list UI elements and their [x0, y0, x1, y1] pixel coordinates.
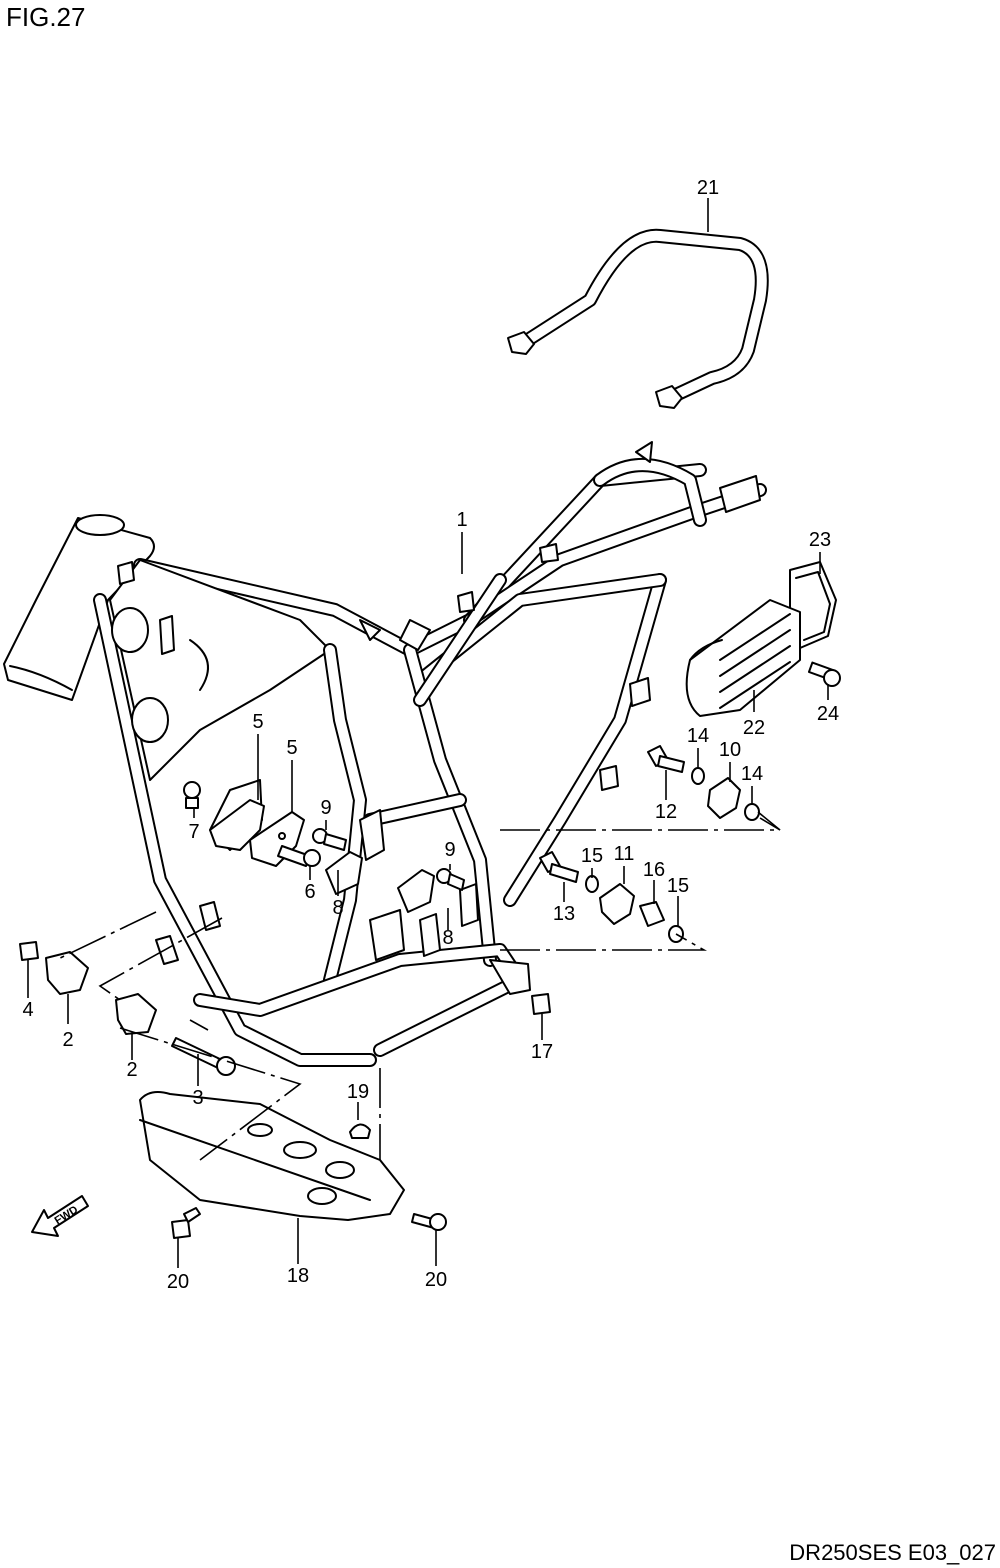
- callout-8a: 8: [332, 897, 343, 919]
- callout-20a: 20: [167, 1271, 189, 1293]
- bolt-9a: [312, 828, 347, 851]
- callout-5b: 5: [286, 737, 297, 759]
- callout-9b: 9: [444, 839, 455, 861]
- callout-10: 10: [719, 739, 741, 761]
- callout-2b: 2: [126, 1059, 137, 1081]
- callout-21: 21: [697, 177, 719, 199]
- callout-23: 23: [809, 529, 831, 551]
- callout-1: 1: [456, 509, 467, 531]
- callout-6: 6: [304, 881, 315, 903]
- callout-5a: 5: [252, 711, 263, 733]
- callout-8b: 8: [442, 927, 453, 949]
- callout-4: 4: [22, 999, 33, 1021]
- callout-13: 13: [553, 903, 575, 925]
- fwd-arrow-icon: FWD: [31, 1195, 89, 1237]
- callout-15b: 15: [667, 875, 689, 897]
- bolt-9b: [436, 868, 465, 891]
- callout-22: 22: [743, 717, 765, 739]
- callout-20b: 20: [425, 1269, 447, 1291]
- bracket-5a: [209, 799, 265, 851]
- callout-18: 18: [287, 1265, 309, 1287]
- callout-numbers: 1 2 2 3 4 5 5 6 7 8 8 9 9 10 11 12 13 14…: [22, 177, 839, 1293]
- main-frame: [3, 441, 767, 1067]
- bushing-11: [599, 883, 635, 925]
- callout-15a: 15: [581, 845, 603, 867]
- callout-12: 12: [655, 801, 677, 823]
- diagram-code: DR250SES E03_027: [789, 1540, 996, 1565]
- figure-title: FIG.27: [6, 2, 86, 32]
- callout-9a: 9: [320, 797, 331, 819]
- callout-16: 16: [643, 859, 665, 881]
- callout-3: 3: [192, 1087, 203, 1109]
- bracket-2a: [45, 951, 89, 995]
- bracket-8a: [325, 851, 363, 895]
- bolt-3: [171, 1037, 236, 1076]
- skid-plate: [139, 1091, 405, 1221]
- bolt-6: [277, 845, 321, 867]
- callout-19: 19: [347, 1081, 369, 1103]
- callout-24: 24: [817, 703, 839, 725]
- nut-4: [19, 941, 39, 961]
- callout-17: 17: [531, 1041, 553, 1063]
- bolt-24: [807, 661, 841, 687]
- callout-11: 11: [614, 843, 635, 865]
- bracket-8b: [397, 869, 435, 913]
- callout-2a: 2: [62, 1029, 73, 1051]
- bolt-13: [539, 851, 579, 883]
- grab-rail: [507, 228, 769, 409]
- washer-14a: [691, 767, 705, 785]
- washer-14b: [744, 803, 760, 821]
- bushing-10: [707, 777, 741, 819]
- bracket-2b: [115, 993, 157, 1035]
- callout-14b: 14: [741, 763, 763, 785]
- nut-17: [531, 993, 551, 1015]
- reference-lines: [55, 811, 783, 1161]
- cap-19: [349, 1123, 371, 1139]
- collar-16: [639, 901, 665, 927]
- battery-box: [685, 599, 801, 717]
- washer-15a: [585, 875, 599, 893]
- callout-7: 7: [188, 821, 199, 843]
- bolt-20b: [411, 1213, 447, 1231]
- bolt-20a: [171, 1207, 201, 1239]
- callout-14a: 14: [687, 725, 709, 747]
- bolt-12: [647, 745, 685, 773]
- leader-lines: [27, 198, 829, 1268]
- nut-7: [183, 781, 201, 809]
